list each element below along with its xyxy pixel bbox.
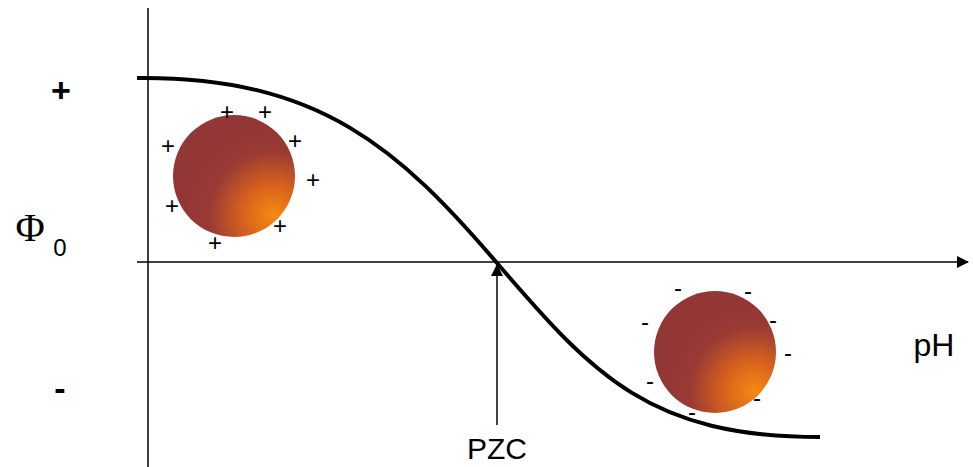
charge-sign: + bbox=[288, 129, 302, 153]
axis-symbol: Φ bbox=[15, 208, 44, 248]
axis-subscript: 0 bbox=[53, 236, 66, 260]
axis-sign: - bbox=[54, 371, 65, 405]
positive-particle bbox=[173, 115, 295, 237]
charge-sign: - bbox=[688, 400, 696, 424]
charge-sign: - bbox=[646, 369, 654, 393]
axis-marker-label: PZC bbox=[467, 434, 527, 464]
axis-title: pH bbox=[914, 329, 955, 361]
charge-sign: - bbox=[744, 279, 752, 303]
charge-sign: - bbox=[769, 308, 777, 332]
charge-sign: + bbox=[306, 168, 320, 192]
charge-sign: + bbox=[258, 100, 272, 124]
x-axis bbox=[137, 261, 968, 263]
potential-curve bbox=[137, 78, 820, 437]
charge-sign: + bbox=[208, 231, 222, 255]
pzc-arrow bbox=[496, 265, 498, 425]
charge-sign: + bbox=[161, 134, 175, 158]
charge-sign: + bbox=[273, 214, 287, 238]
axis-sign: + bbox=[51, 73, 71, 107]
charge-sign: - bbox=[674, 276, 682, 300]
charge-sign: + bbox=[165, 194, 179, 218]
charge-sign: - bbox=[753, 386, 761, 410]
negative-particle bbox=[654, 291, 776, 413]
charge-sign: - bbox=[641, 310, 649, 334]
charge-sign: + bbox=[220, 100, 234, 124]
charge-sign: - bbox=[784, 341, 792, 365]
